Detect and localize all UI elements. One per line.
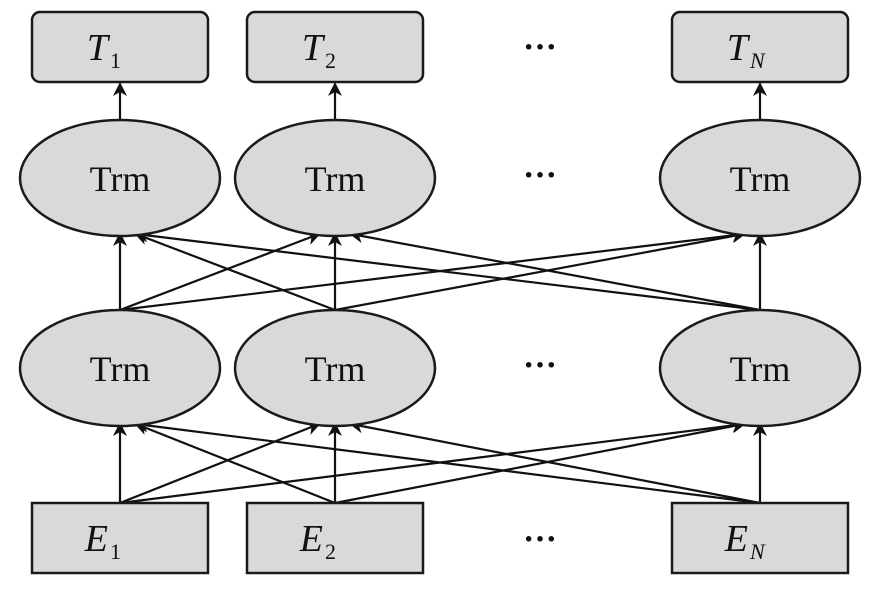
connection-arrow (334, 229, 746, 312)
connection-arrow (134, 421, 336, 505)
output-node-t1: T 1 (30, 10, 210, 84)
lower-trm-node-1: Trm (18, 308, 222, 428)
output-label-main: T (727, 27, 751, 69)
input-label-sub: N (749, 539, 766, 564)
connection-arrow (119, 418, 746, 505)
upper-ellipsis: ··· (523, 157, 557, 194)
output-label-sub: N (749, 48, 766, 73)
connection-arrow (349, 419, 761, 505)
output-label-main: T (87, 27, 111, 69)
input-label-main: E (724, 518, 748, 560)
upper-trm-node-2: Trm (233, 118, 437, 238)
input-label-main: E (84, 518, 108, 560)
input-label-main: E (299, 518, 323, 560)
trm-label: Trm (90, 349, 151, 389)
input-label-sub: 2 (325, 539, 336, 564)
lower-ellipsis: ··· (523, 347, 557, 384)
input-label-sub: 1 (110, 539, 121, 564)
output-ellipsis: ··· (523, 29, 557, 66)
upper-trm-node-1: Trm (18, 118, 222, 238)
input-node-e2: E 2 (245, 501, 425, 575)
connection-arrow (134, 231, 336, 312)
input-node-e1: E 1 (30, 501, 210, 575)
input-node-en: E N (670, 501, 850, 575)
trm-label: Trm (730, 159, 791, 199)
output-label-main: T (302, 27, 326, 69)
connection-arrow (134, 228, 761, 312)
output-node-t2: T 2 (245, 10, 425, 84)
connection-arrow (119, 231, 321, 312)
connection-arrow (134, 418, 761, 505)
trm-label: Trm (305, 349, 366, 389)
trm-label: Trm (305, 159, 366, 199)
trm-label: Trm (730, 349, 791, 389)
trm-label: Trm (90, 159, 151, 199)
lower-trm-node-2: Trm (233, 308, 437, 428)
input-ellipsis: ··· (523, 521, 557, 558)
connection-arrow (334, 419, 746, 505)
output-node-tn: T N (670, 10, 850, 84)
output-label-sub: 1 (110, 48, 121, 73)
lower-trm-node-n: Trm (658, 308, 862, 428)
connection-arrows (113, 82, 767, 505)
connection-arrow (349, 229, 761, 312)
output-label-sub: 2 (325, 48, 336, 73)
connection-arrow (119, 421, 321, 505)
upper-trm-node-n: Trm (658, 118, 862, 238)
connection-arrow (119, 228, 746, 312)
